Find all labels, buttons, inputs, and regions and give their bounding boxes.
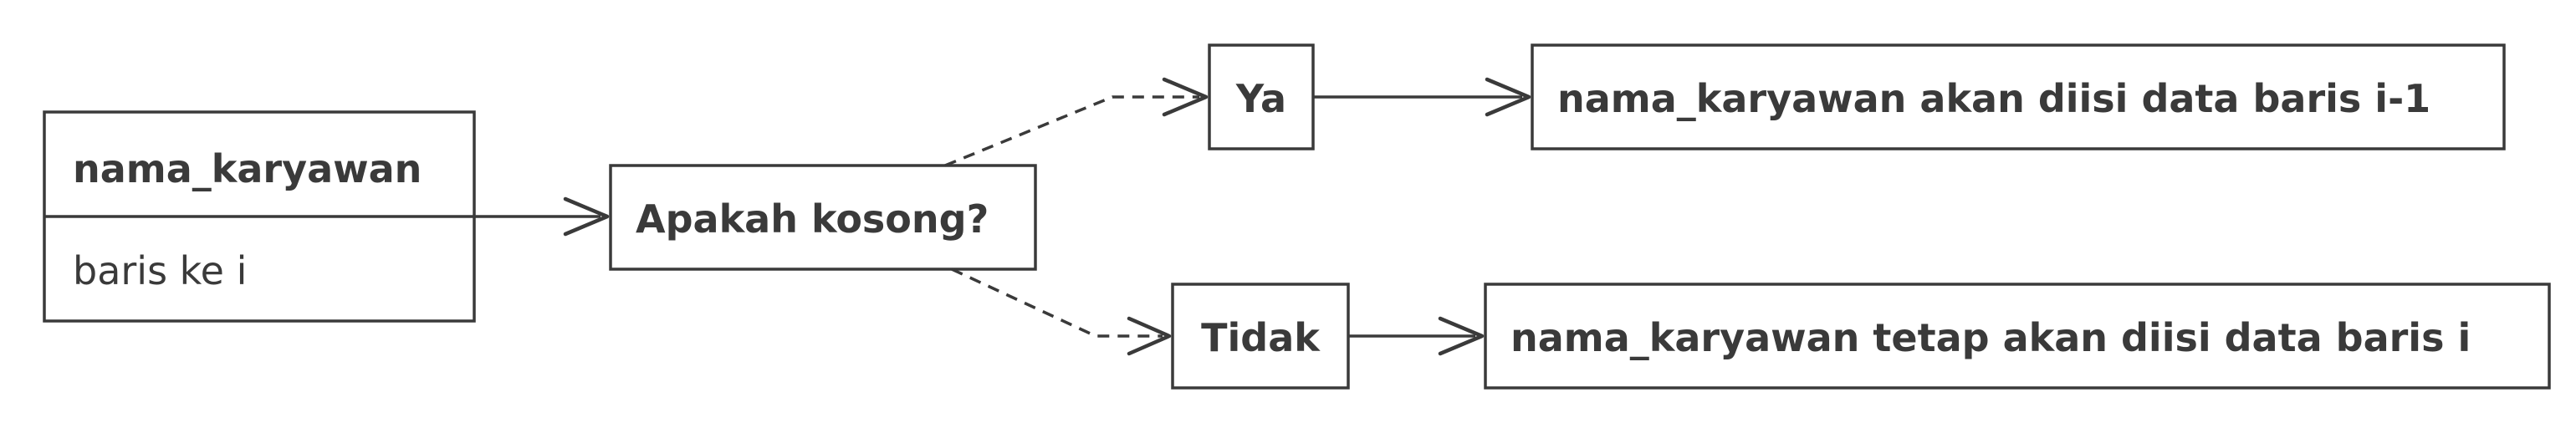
arrowhead-icon [1162, 77, 1209, 117]
yes-result-node-frame [1531, 43, 2506, 150]
source-node: nama_karyawan baris ke i [43, 110, 476, 323]
yes-result-node: nama_karyawan akan diisi data baris i-1 [1531, 43, 2506, 150]
arrowhead-icon [563, 196, 610, 237]
source-node-body: baris ke i [73, 248, 247, 293]
arrowhead-icon [1127, 316, 1172, 356]
edge-question-to-no [951, 268, 1172, 356]
question-node-label: Apakah kosong? [636, 196, 989, 242]
arrowhead-icon [1485, 77, 1531, 117]
yes-result-node-label: nama_karyawan akan diisi data baris i-1 [1557, 76, 2430, 121]
no-node: Tidak [1171, 283, 1350, 390]
no-node-label: Tidak [1201, 315, 1321, 360]
edge-no-to-no-result [1348, 316, 1485, 356]
source-node-title: nama_karyawan [73, 146, 422, 191]
no-result-node-frame [1484, 283, 2551, 390]
yes-node-frame [1208, 43, 1315, 150]
question-node-frame [609, 164, 1037, 271]
no-result-node: nama_karyawan tetap akan diisi data bari… [1484, 283, 2551, 390]
no-result-node-label: nama_karyawan tetap akan diisi data bari… [1510, 315, 2471, 360]
edge-source-to-question [474, 196, 610, 237]
edge-question-to-yes [944, 77, 1209, 167]
yes-node: Ya [1208, 43, 1315, 150]
arrowhead-icon [1438, 316, 1485, 356]
question-node: Apakah kosong? [609, 164, 1037, 271]
edge-yes-to-yes-result [1313, 77, 1531, 117]
yes-node-label: Ya [1235, 76, 1286, 121]
